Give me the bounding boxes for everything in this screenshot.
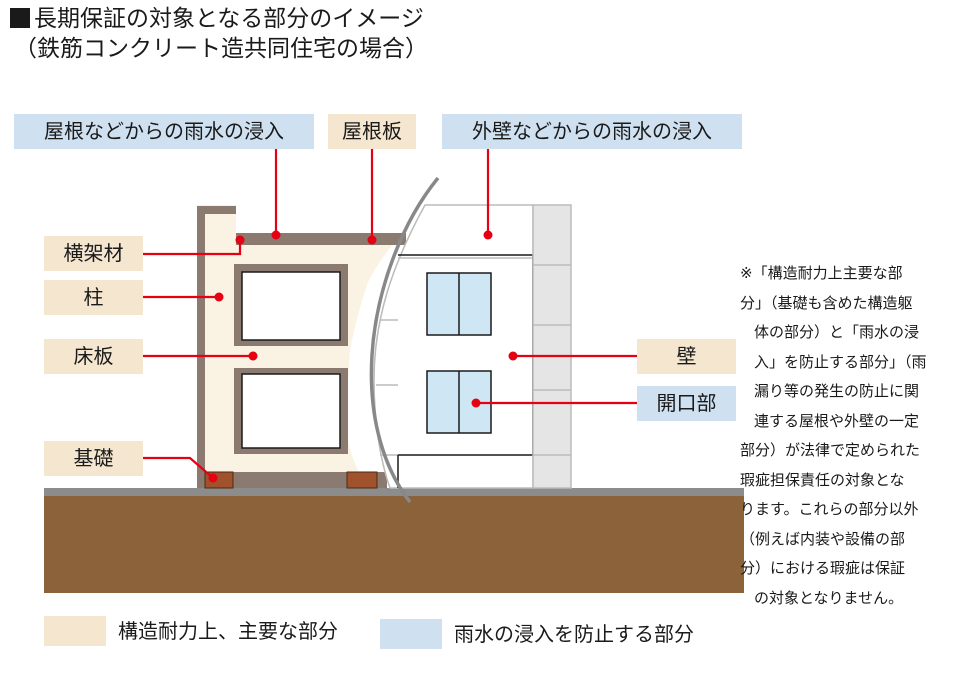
note-line: 入」を防止する部分」（雨 xyxy=(754,352,927,371)
footing-right xyxy=(346,471,378,489)
leader-dot-foundation xyxy=(208,473,218,483)
note-line: 体の部分）と「雨水の浸 xyxy=(754,323,920,341)
label-wall-rain: 外壁などからの雨水の浸入 xyxy=(442,114,742,149)
note-line: の対象となりません。 xyxy=(754,588,904,607)
legend-swatch-waterproof xyxy=(380,619,442,649)
legend-label-waterproof: 雨水の浸入を防止する部分 xyxy=(454,622,694,646)
leader-foundation xyxy=(143,456,214,479)
ground xyxy=(44,495,744,593)
note-line: 部分）が法律で定められた xyxy=(740,441,921,459)
note-line: 連する屋根や外壁の一定 xyxy=(754,411,920,430)
foundation-band xyxy=(197,472,387,488)
leader-dot-roof-rain xyxy=(271,230,281,240)
label-beam: 横架材 xyxy=(44,236,143,271)
leader-dot-wall-rain xyxy=(483,230,493,240)
note-line: ります。これらの部分以外 xyxy=(740,500,919,518)
leader-dot-column xyxy=(214,292,224,302)
room-upper xyxy=(241,271,341,341)
leader-dot-wall xyxy=(508,351,518,361)
label-wall: 壁 xyxy=(637,339,736,374)
note-line: 分）における瑕疵は保証 xyxy=(740,559,906,577)
note-line: 瑕疵担保責任の対象とな xyxy=(740,470,905,489)
exterior-facade xyxy=(373,204,534,489)
leader-dot-roof-slab xyxy=(367,235,377,245)
side-note: ※「構造耐力上主要な部 分」（基礎も含めた構造躯 体の部分）と「雨水の浸 入」を… xyxy=(740,259,956,613)
legend-swatch-structural xyxy=(44,616,106,646)
room-lower xyxy=(241,373,341,449)
label-roof-slab: 屋根板 xyxy=(328,114,416,149)
black-square-icon xyxy=(10,8,30,28)
facade-side-column xyxy=(532,204,572,489)
outer-column-outline xyxy=(197,206,236,488)
leader-dots xyxy=(208,230,518,483)
note-line: （例えば内装や設備の部 xyxy=(740,529,906,548)
section-cut-arc xyxy=(369,176,440,504)
title-line-1: 長期保証の対象となる部分のイメージ xyxy=(10,4,428,34)
leader-dot-beam xyxy=(235,235,245,245)
ground-surface-line xyxy=(44,488,744,496)
title-text-1: 長期保証の対象となる部分のイメージ xyxy=(34,6,424,32)
label-column: 柱 xyxy=(44,280,143,315)
leader-lines xyxy=(143,149,637,479)
label-opening: 開口部 xyxy=(637,386,736,421)
leader-dot-floor-slab xyxy=(248,351,258,361)
leader-beam xyxy=(143,240,242,256)
note-line: 漏り等の発生の防止に関 xyxy=(754,382,920,400)
label-floor-slab: 床板 xyxy=(44,339,143,374)
legend-label-structural: 構造耐力上、主要な部分 xyxy=(118,619,338,643)
page-title: 長期保証の対象となる部分のイメージ （鉄筋コンクリート造共同住宅の場合） xyxy=(10,4,428,64)
title-line-2: （鉄筋コンクリート造共同住宅の場合） xyxy=(14,36,428,62)
note-line: ※「構造耐力上主要な部 xyxy=(740,264,903,282)
label-roof-rain: 屋根などからの雨水の浸入 xyxy=(14,114,314,149)
label-foundation: 基礎 xyxy=(44,441,143,476)
note-line: 分」（基礎も含めた構造躯 xyxy=(740,293,913,312)
leader-dot-opening xyxy=(471,398,481,408)
roof-slab-band xyxy=(236,233,406,245)
